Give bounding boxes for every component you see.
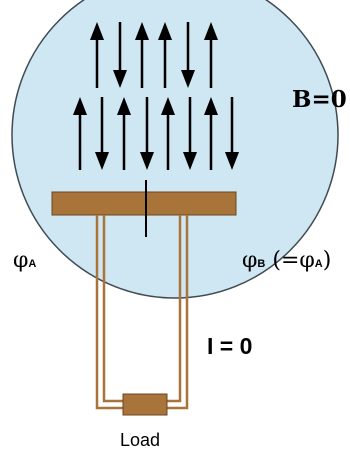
- field-arrow-down: [183, 97, 197, 170]
- field-arrow-down: [113, 22, 127, 88]
- electrode-plate: [51, 191, 237, 216]
- field-arrow-up: [73, 97, 87, 170]
- phi-b-paren-open: (=: [272, 248, 300, 273]
- current-label: I = 0: [207, 333, 253, 359]
- phi-b-subscript: B: [257, 258, 266, 270]
- field-arrow-up: [90, 22, 104, 88]
- field-arrow-up: [204, 22, 218, 88]
- field-region-circle: [11, 0, 339, 299]
- phi-b-eq-symbol: φ: [299, 248, 315, 273]
- magnetic-field-arrows: [73, 22, 239, 170]
- phi-a-label: φA: [13, 248, 36, 273]
- field-arrow-down: [181, 22, 195, 88]
- phi-a-symbol: φ: [13, 248, 29, 273]
- circuit-wires: [95, 215, 189, 410]
- field-arrow-up: [158, 22, 172, 88]
- load-label: Load: [120, 430, 161, 450]
- field-arrow-up: [161, 97, 175, 170]
- field-arrow-down: [140, 97, 154, 170]
- field-arrow-down: [225, 97, 239, 170]
- field-arrow-down: [95, 97, 109, 170]
- phi-b-paren-close: ): [322, 248, 332, 273]
- field-arrow-up: [117, 97, 131, 170]
- field-label: B=0: [292, 86, 347, 113]
- load-resistor: [122, 393, 168, 416]
- field-arrow-up: [204, 97, 218, 170]
- field-arrow-up: [135, 22, 149, 88]
- phi-b-symbol: φ: [242, 248, 258, 273]
- phi-a-subscript: A: [28, 258, 37, 270]
- phi-b-eq-subscript: A: [314, 258, 323, 270]
- phi-b-label: φB (=φA): [242, 248, 331, 273]
